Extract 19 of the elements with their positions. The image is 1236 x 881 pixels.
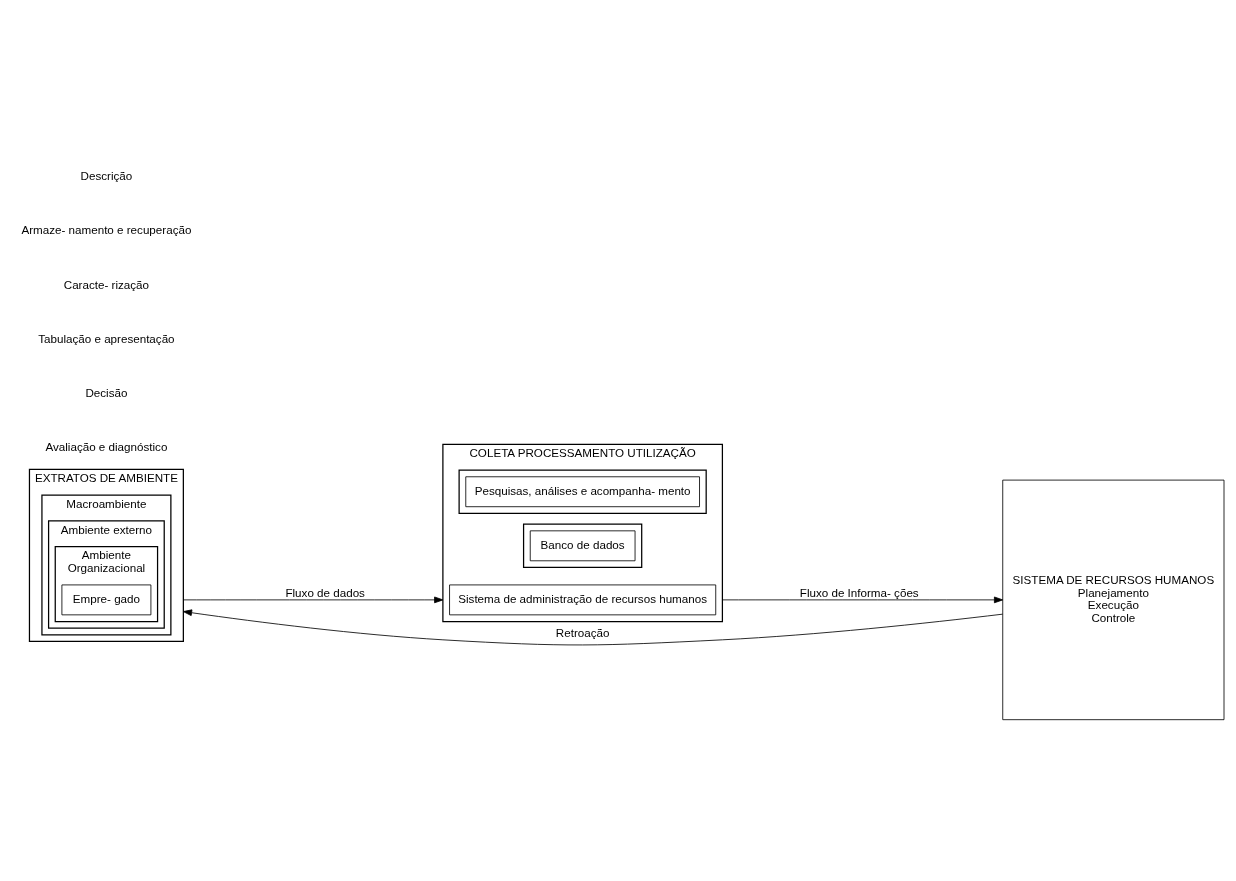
arrow [182, 608, 1004, 645]
cluster [458, 469, 707, 514]
label: Descrição [80, 168, 133, 182]
cluster [522, 523, 643, 568]
label: Decisão [85, 385, 128, 399]
node-box: SISTEMA DE RECURSOS HUMANOS Planejamento Execução Controle [1002, 479, 1225, 720]
edge-label: Fluxo de Informa- ções [799, 585, 919, 599]
label: Caracte- rização [63, 277, 150, 291]
label: Tabulação e apresentação [38, 331, 175, 345]
node-box: Pesquisas, análises e acompanha- mento [465, 475, 700, 507]
node-box: Empre- gado [61, 584, 152, 615]
label: Avaliação e diagnóstico [45, 439, 168, 453]
edge-label: Retroação [555, 625, 610, 639]
node-box: Banco de dados [529, 529, 636, 561]
arrow [182, 596, 444, 603]
edge-label: Fluxo de dados [285, 585, 365, 599]
node-box: Sistema de administração de recursos humanos [449, 584, 717, 615]
label: Armaze- namento e recuperação [21, 222, 192, 236]
arrow [722, 596, 1004, 603]
